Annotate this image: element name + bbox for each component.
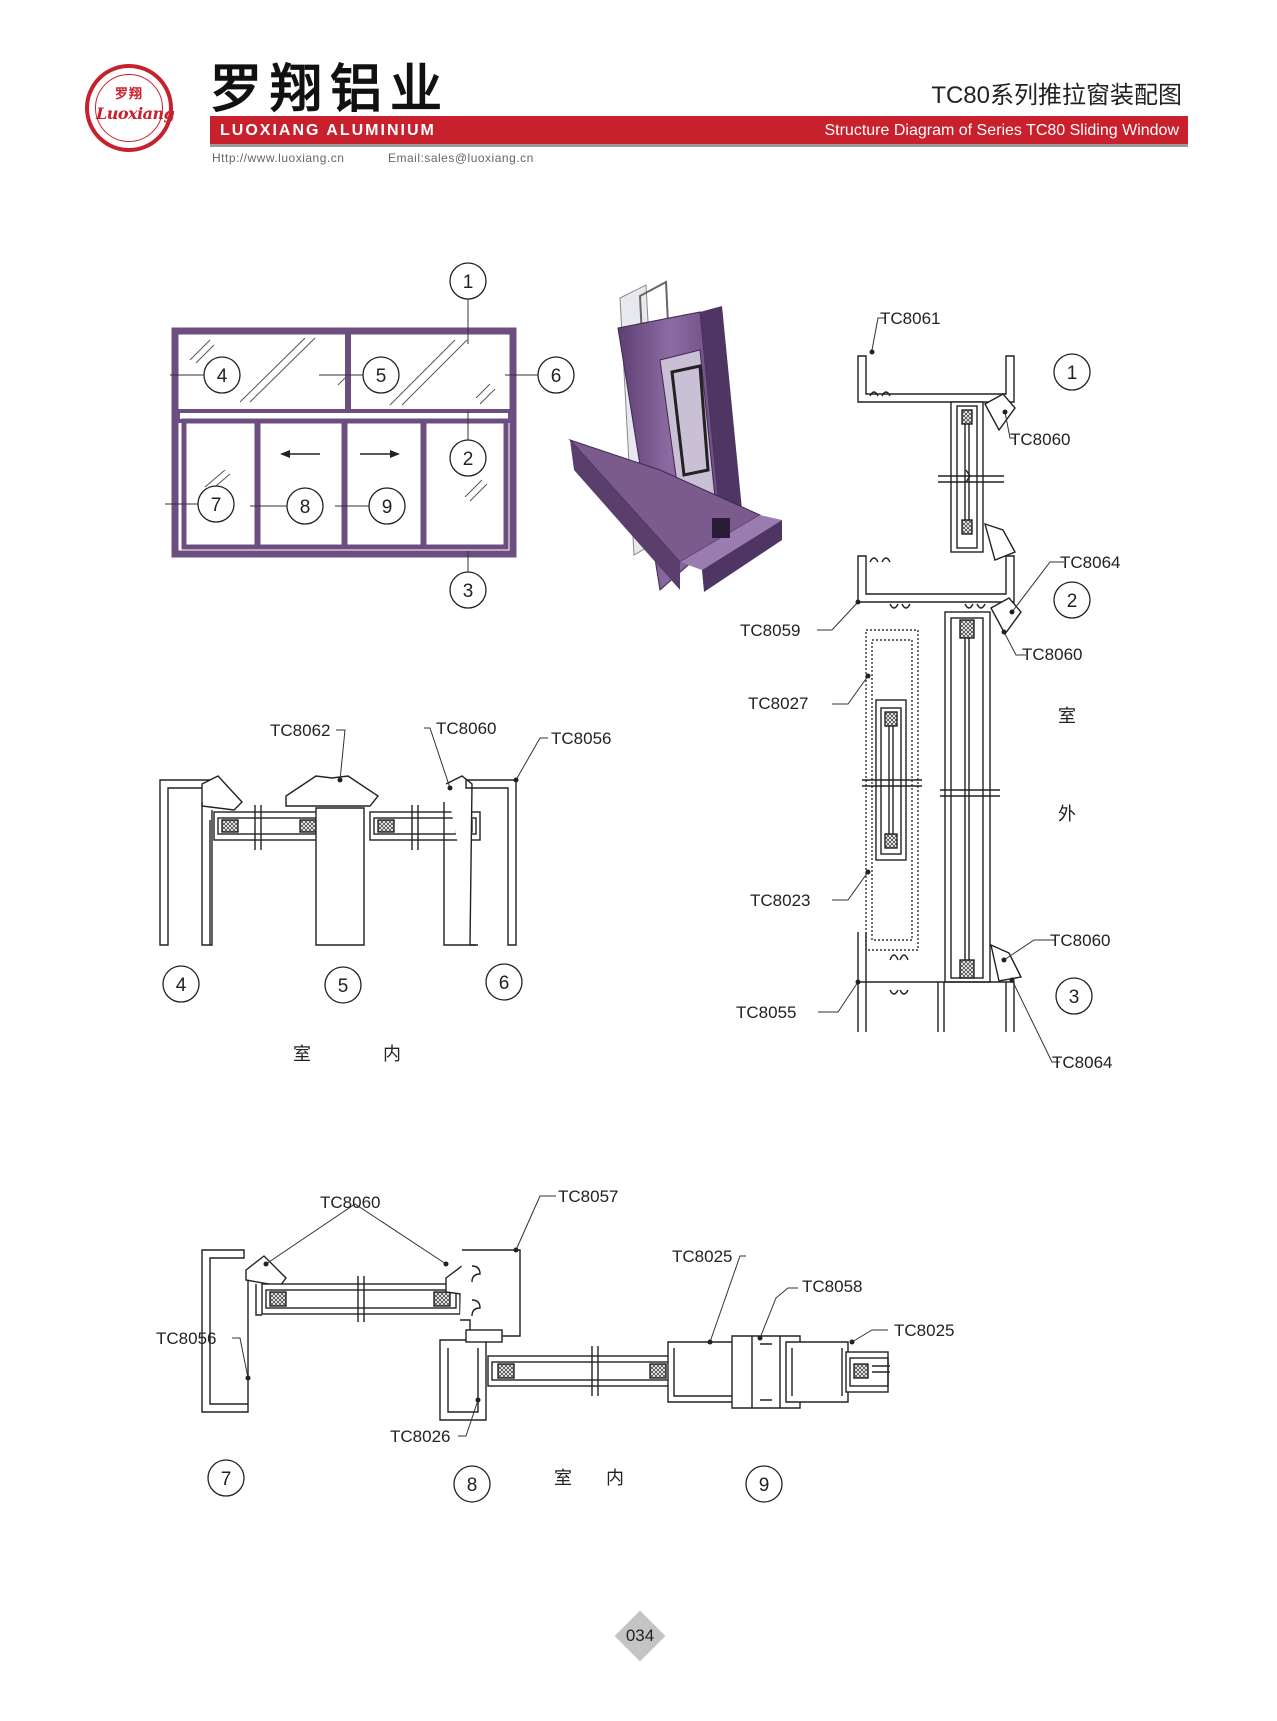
indoor-label-3: 室: [554, 1468, 572, 1488]
marker-5: 5: [376, 366, 387, 387]
label-tc8060-b: TC8060: [1022, 645, 1082, 664]
orientation-labels: 室 外 室 内 室 内: [293, 706, 1076, 1488]
fsec-marker-6: 6: [499, 973, 510, 994]
marker-8: 8: [300, 497, 311, 518]
label-tc8027: TC8027: [748, 694, 808, 713]
sash-7: [181, 418, 260, 550]
email-link[interactable]: Email:sales@luoxiang.cn: [388, 151, 534, 165]
vertical-section: [857, 355, 1023, 1032]
section-sliding-horizontal: [201, 1249, 890, 1421]
profile-3d-render: [568, 280, 782, 592]
page-title: TC80系列推拉窗装配图: [931, 82, 1182, 109]
indoor-label-1: 室: [293, 1044, 311, 1064]
logo-cn-text: 罗翔: [114, 87, 143, 102]
sash-8: [255, 418, 347, 550]
window-elevation: [165, 298, 538, 575]
header-band: [210, 116, 1188, 144]
company-name-en: LUOXIANG ALUMINIUM: [220, 122, 436, 139]
label-tc8056-a: TC8056: [551, 729, 611, 748]
label-tc8023: TC8023: [750, 891, 810, 910]
website-link[interactable]: Http://www.luoxiang.cn: [212, 151, 345, 165]
header-band-shadow: [210, 144, 1188, 147]
marker-6: 6: [551, 366, 562, 387]
marker-9: 9: [382, 497, 393, 518]
fsec-marker-4: 4: [176, 975, 187, 996]
label-tc8064-a: TC8064: [1060, 553, 1120, 572]
fsec-marker-5: 5: [338, 976, 349, 997]
label-tc8026: TC8026: [390, 1427, 450, 1446]
label-tc8064-b: TC8064: [1052, 1053, 1112, 1072]
label-tc8056-b: TC8056: [156, 1329, 216, 1348]
ssec-marker-9: 9: [759, 1475, 770, 1496]
indoor-label-2: 内: [383, 1044, 401, 1064]
marker-1: 1: [463, 272, 474, 293]
arrow-right-icon: [390, 450, 400, 458]
section-fixed-horizontal: [159, 775, 517, 946]
indoor-label-4: 内: [606, 1468, 624, 1488]
outdoor-label-1: 室: [1058, 706, 1076, 726]
vsec-marker-2: 2: [1067, 591, 1078, 612]
ssec-marker-8: 8: [467, 1475, 478, 1496]
sash-fixed: [421, 418, 509, 550]
glass-glints: [189, 337, 496, 502]
label-tc8060-d: TC8060: [436, 719, 496, 738]
marker-4: 4: [217, 366, 228, 387]
label-tc8058: TC8058: [802, 1277, 862, 1296]
marker-2: 2: [463, 449, 474, 470]
vsec-marker-1: 1: [1067, 363, 1078, 384]
brand-logo: 罗翔 Luoxiang: [85, 64, 175, 152]
section-sliding-leaders: [232, 1195, 888, 1437]
page-number: 034: [625, 1626, 655, 1645]
marker-circles: [162, 262, 1093, 1503]
label-tc8060-a: TC8060: [1010, 430, 1070, 449]
marker-numbers: 1 2 3 4 5 6 7 8 9 1 2 3 4 5 6 7 8 9: [176, 272, 1080, 1496]
label-tc8057: TC8057: [558, 1187, 618, 1206]
label-tc8060-e: TC8060: [320, 1193, 380, 1212]
top-mullion: [345, 334, 351, 414]
outdoor-label-2: 外: [1058, 804, 1076, 824]
label-tc8059: TC8059: [740, 621, 800, 640]
vsec-marker-3: 3: [1069, 987, 1080, 1008]
section-fixed-leaders: [336, 727, 548, 791]
company-name-cn: 罗翔铝业: [210, 60, 451, 120]
vertical-section-leaders: [817, 317, 1064, 1063]
label-tc8025-b: TC8025: [894, 1321, 954, 1340]
arrow-left-icon: [280, 450, 290, 458]
logo-en-text: Luoxiang: [96, 104, 175, 123]
label-tc8062: TC8062: [270, 721, 330, 740]
label-tc8061: TC8061: [880, 309, 940, 328]
sash-9: [342, 418, 426, 550]
elevation-leaders: [165, 298, 538, 575]
outer-frame: [171, 327, 517, 558]
marker-3: 3: [463, 581, 474, 602]
marker-7: 7: [211, 495, 222, 516]
label-tc8025-a: TC8025: [672, 1247, 732, 1266]
part-labels: TC8061 TC8060 TC8064 TC8059 TC8060 TC802…: [156, 309, 1120, 1446]
page-subtitle: Structure Diagram of Series TC80 Sliding…: [824, 122, 1179, 139]
brand-logo-ring: 罗翔 Luoxiang: [95, 74, 175, 142]
label-tc8055: TC8055: [736, 1003, 796, 1022]
ssec-marker-7: 7: [221, 1469, 232, 1490]
label-tc8060-c: TC8060: [1050, 931, 1110, 950]
